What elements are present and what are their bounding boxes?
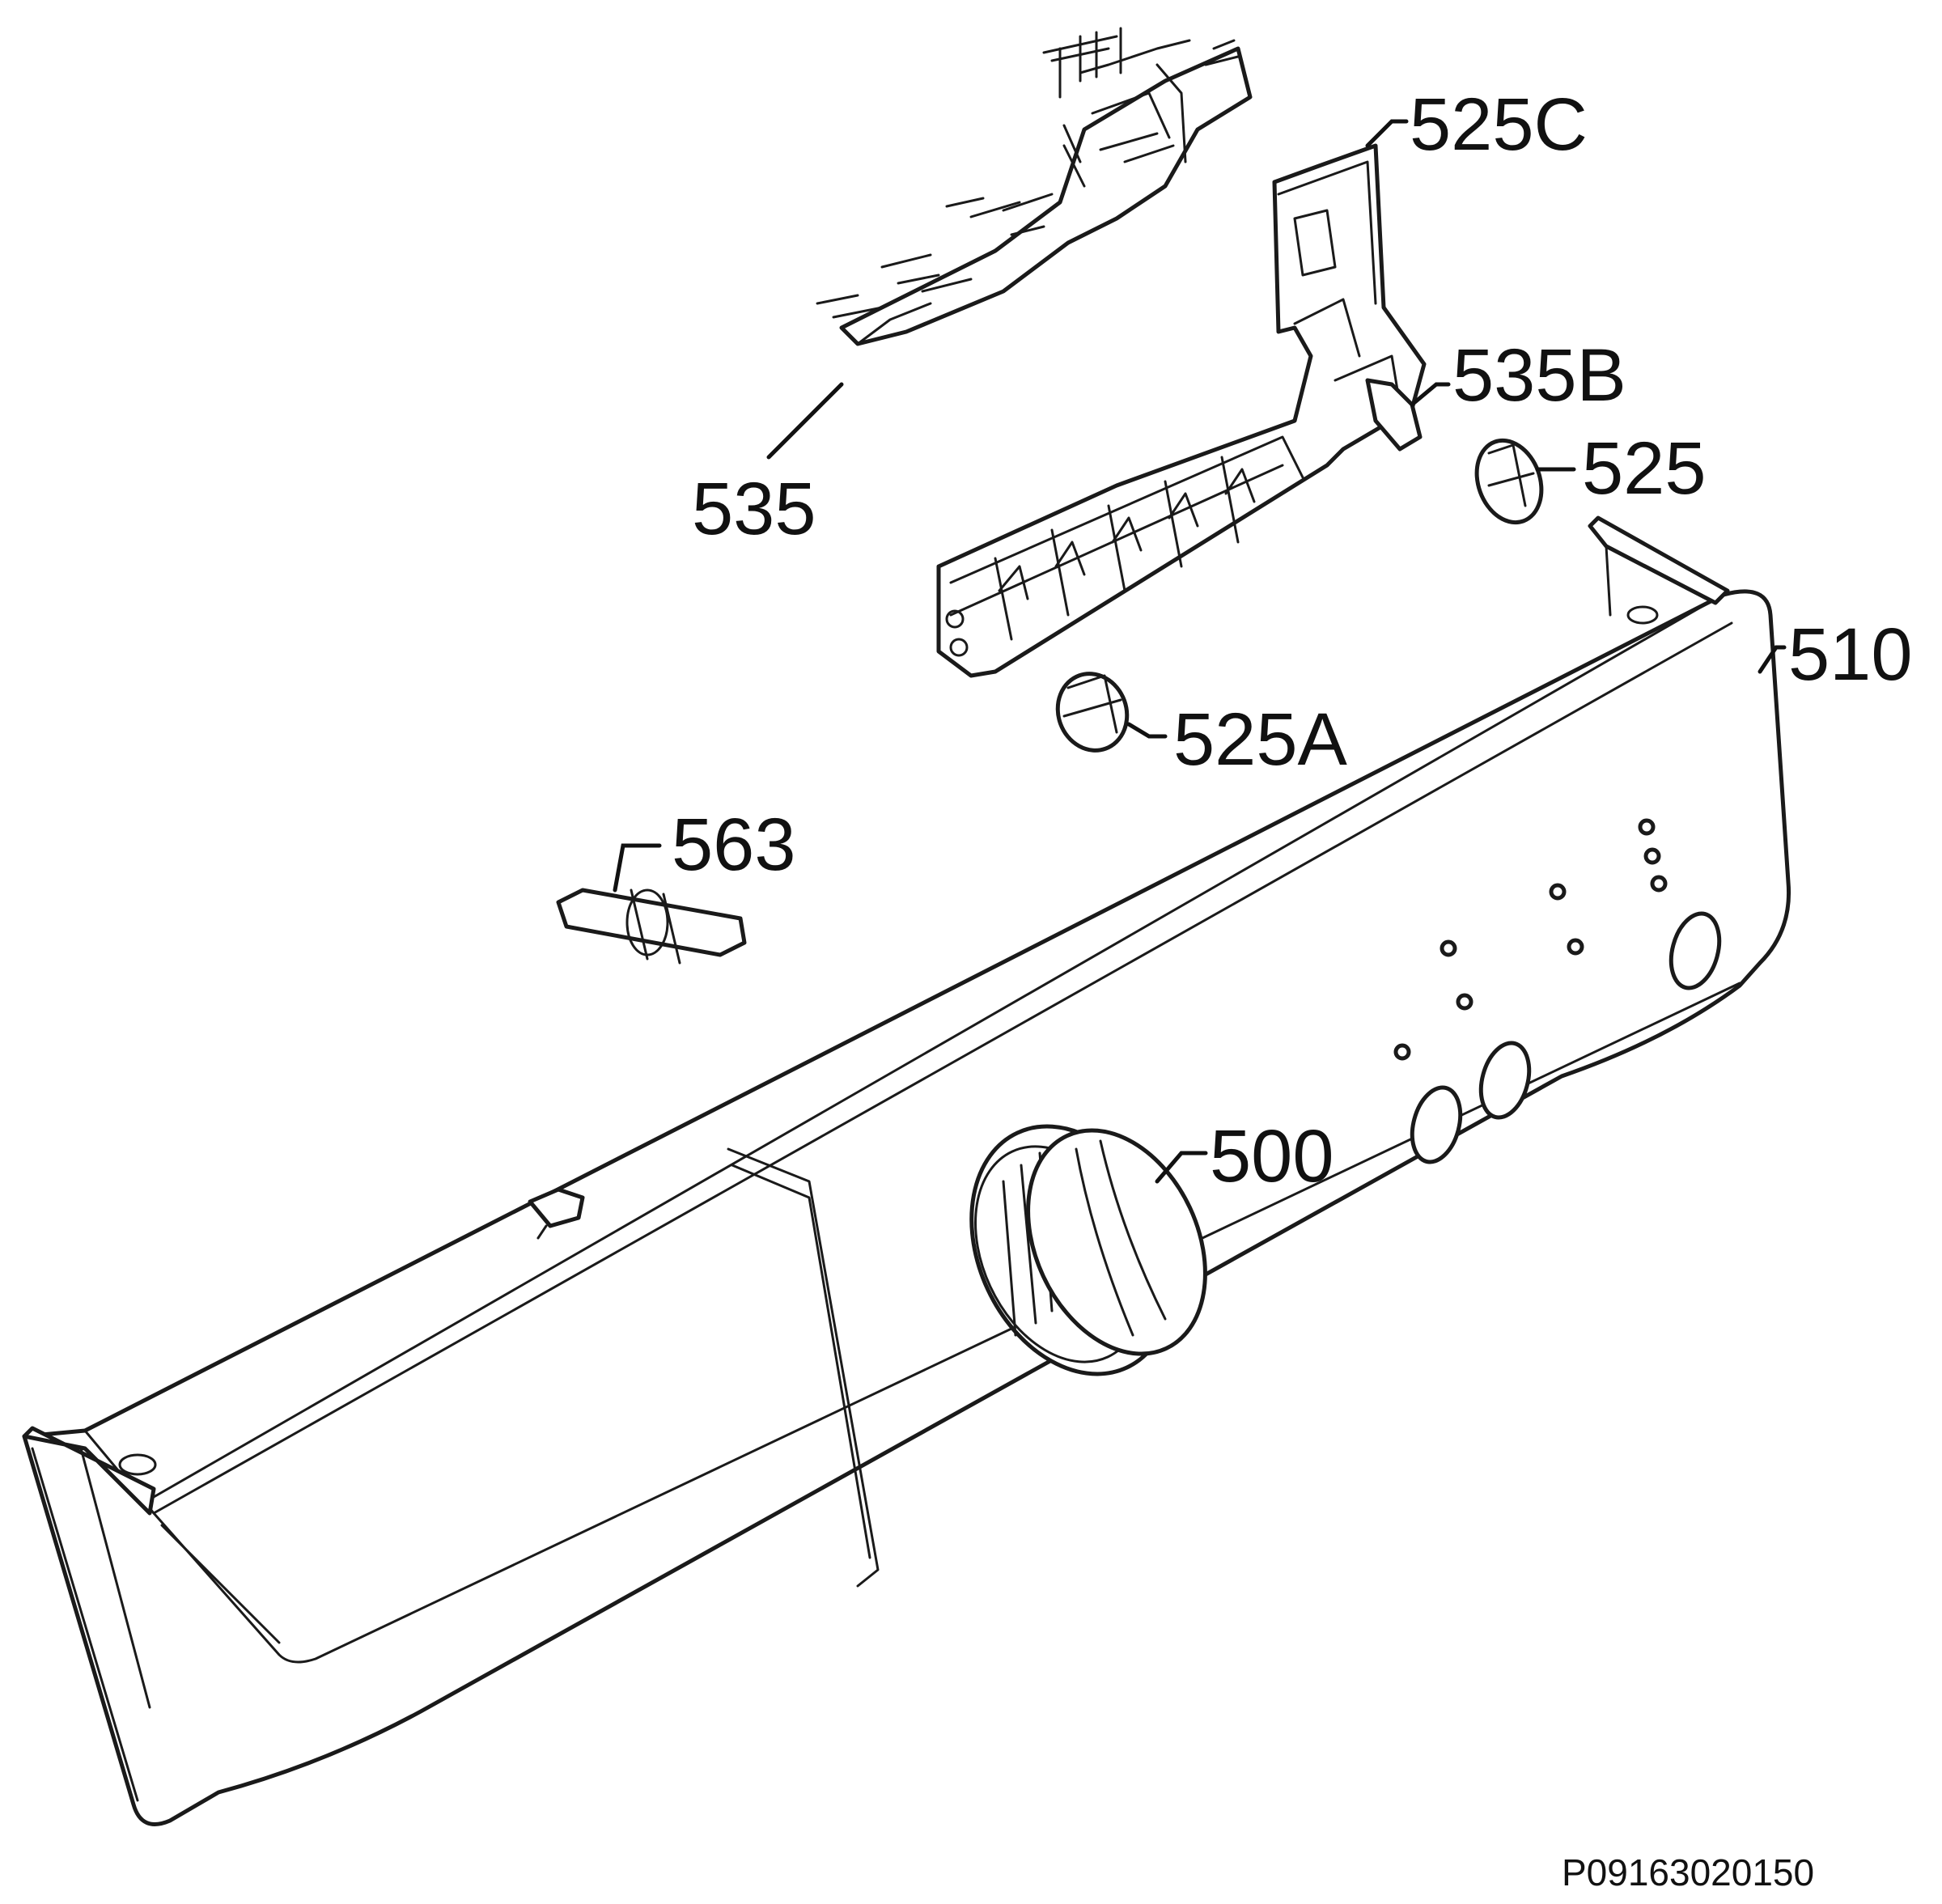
programme-knob — [969, 1124, 1207, 1376]
callout-525: 525 — [1582, 427, 1707, 510]
callout-510: 510 — [1788, 613, 1913, 696]
connector-535b — [1365, 378, 1423, 452]
callout-500: 500 — [1210, 1115, 1334, 1198]
light-pipe-525a — [1055, 672, 1130, 753]
control-panel-housing — [22, 515, 1791, 1826]
callout-525a: 525A — [1173, 698, 1347, 781]
pcb-bracket — [936, 143, 1427, 678]
hinge-pin-563 — [556, 888, 747, 965]
callout-525c: 525C — [1410, 83, 1588, 166]
reference-code: P09163020150 — [1562, 1851, 1814, 1893]
light-pipe-525 — [1474, 438, 1544, 525]
leader-lines — [613, 119, 1787, 1184]
callout-535b: 535B — [1452, 334, 1626, 417]
cable-harness — [816, 27, 1253, 346]
callout-535: 535 — [692, 468, 816, 550]
callout-563: 563 — [672, 804, 796, 886]
panel-indicator-holes — [1393, 818, 1722, 1164]
